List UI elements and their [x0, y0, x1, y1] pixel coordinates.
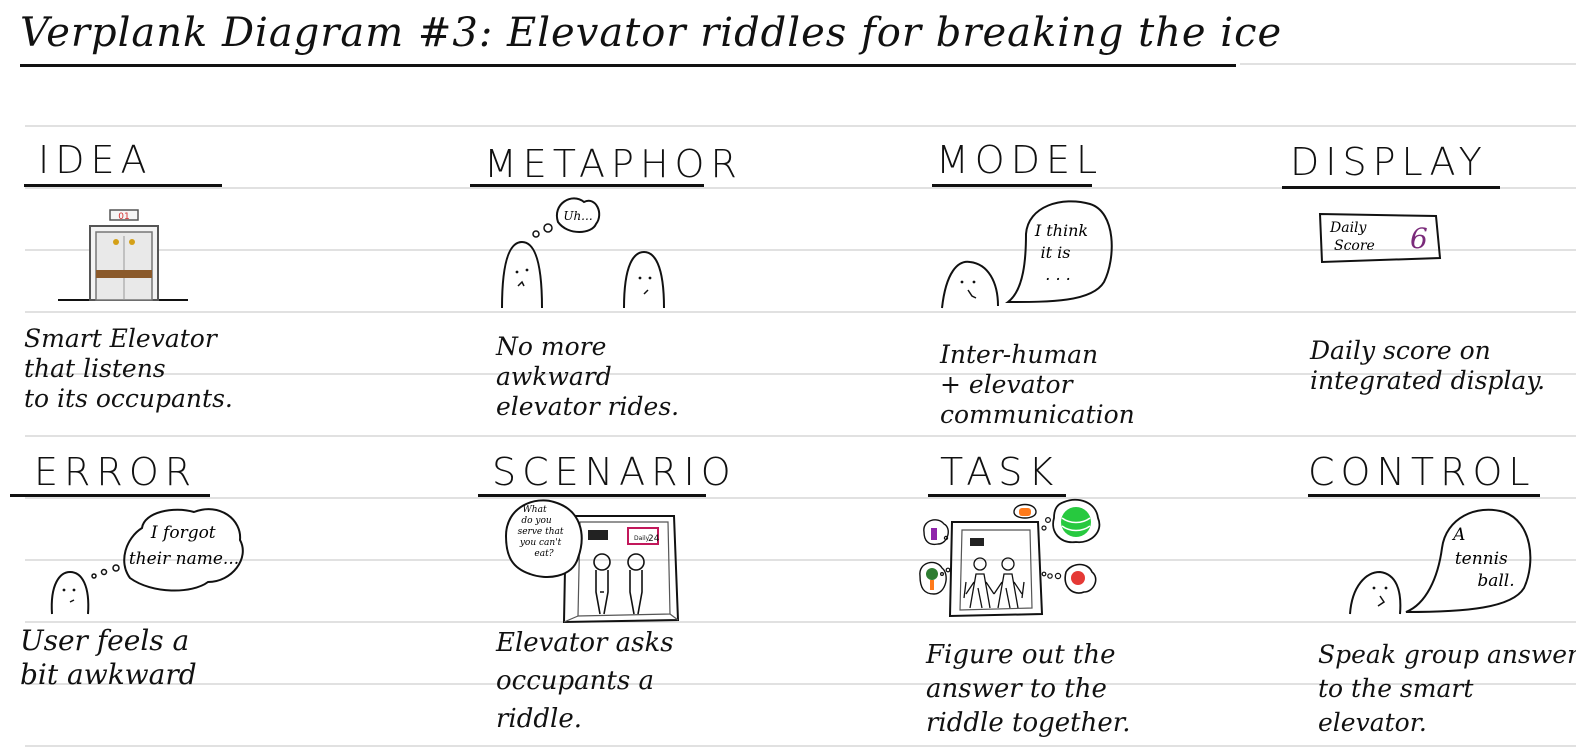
- caption-idea: Smart Elevator that listens to its occup…: [24, 324, 233, 413]
- svg-text:Daily Score: Daily Score: [1329, 220, 1375, 254]
- heading-error: ERROR: [34, 450, 198, 494]
- heading-rule-model: [932, 184, 1092, 187]
- title-underline: [20, 64, 1236, 67]
- caption-metaphor: No more awkward elevator rides.: [496, 332, 680, 421]
- svg-text:I think it is: I think it is . . .: [1034, 221, 1093, 284]
- cell-scenario: SCENARIO Daily 24 What do you serve that: [478, 450, 872, 750]
- diagram-title: Verplank Diagram #3: Elevator riddles fo…: [20, 10, 1283, 56]
- caption-control: Speak group answer to the smart elevator…: [1318, 640, 1576, 737]
- cell-display: DISPLAY Daily Score 6 Daily score on int…: [1282, 140, 1576, 440]
- display-panel-value: 6: [1410, 222, 1428, 255]
- cell-metaphor: METAPHOR Uh... No more awkward elevator …: [470, 142, 864, 442]
- heading-model: MODEL: [936, 138, 1104, 182]
- scenario-bubble-line-2: do you: [521, 516, 552, 526]
- caption-scenario: Elevator asks occupants a riddle.: [496, 628, 674, 734]
- scenario-screen-value: 24: [648, 534, 660, 544]
- error-bubble-line-1: I forgot: [150, 523, 216, 543]
- elevator-riddle-icon: Daily 24 What do you serve that you can'…: [504, 496, 696, 630]
- elevator-icon: 01: [58, 206, 198, 310]
- caption-error: User feels a bit awkward: [20, 624, 197, 691]
- heading-idea: IDEA: [38, 138, 153, 182]
- scenario-screen-label: Daily: [634, 535, 650, 542]
- heading-rule-scenario: [478, 494, 706, 497]
- svg-text:What do you se: What do you serve that you can't eat?: [518, 505, 567, 559]
- scenario-bubble-line-4: you can't: [519, 538, 562, 548]
- model-bubble-line-1: I think: [1034, 221, 1088, 240]
- scenario-bubble-line-3: serve that: [518, 527, 564, 537]
- floor-indicator: 01: [118, 212, 129, 222]
- heading-rule-error: [10, 494, 210, 497]
- cell-error: ERROR I forgot their name... User feels …: [10, 450, 414, 750]
- heading-task: TASK: [940, 450, 1060, 494]
- scenario-bubble-line-1: What: [523, 505, 547, 515]
- thinking-person-icon: I forgot their name...: [44, 498, 254, 622]
- heading-scenario: SCENARIO: [492, 450, 737, 494]
- model-bubble-line-2: it is: [1040, 243, 1070, 262]
- model-bubble-line-3: . . .: [1045, 265, 1070, 284]
- score-display-icon: Daily Score 6: [1316, 210, 1456, 274]
- heading-display: DISPLAY: [1290, 140, 1488, 184]
- svg-text:A tennis ball.: A tennis ball.: [1451, 525, 1514, 591]
- cell-task: TASK: [919, 450, 1320, 750]
- heading-rule-metaphor: [470, 184, 704, 187]
- display-panel-label-2: Score: [1334, 238, 1375, 254]
- heading-metaphor: METAPHOR: [484, 142, 743, 186]
- heading-rule-display: [1282, 186, 1500, 189]
- control-bubble-line-2: tennis: [1455, 549, 1508, 569]
- cell-model: MODEL I think it is . . . Inter-human + …: [932, 138, 1316, 438]
- control-bubble-line-3: ball.: [1477, 571, 1514, 591]
- svg-text:I forgot their name...: I forgot their name...: [129, 523, 239, 569]
- group-thinking-icon: [918, 498, 1118, 622]
- cell-control: CONTROL A tennis ball. Speak group answe…: [1308, 450, 1576, 750]
- cell-idea: IDEA 01 Smart Elevator that listens to i…: [24, 138, 418, 438]
- scenario-bubble-line-5: eat?: [534, 549, 553, 559]
- heading-control: CONTROL: [1308, 450, 1536, 494]
- display-panel-label-1: Daily: [1329, 220, 1368, 236]
- caption-model: Inter-human + elevator communication: [940, 340, 1135, 429]
- person-answering-icon: A tennis ball.: [1346, 508, 1546, 622]
- caption-display: Daily score on integrated display.: [1310, 336, 1546, 395]
- error-bubble-line-2: their name...: [129, 549, 239, 569]
- heading-rule-task: [928, 494, 1066, 497]
- person-speaking-icon: I think it is . . .: [940, 198, 1130, 322]
- heading-rule-control: [1308, 494, 1540, 497]
- control-bubble-line-1: A: [1451, 525, 1465, 545]
- two-people-icon: Uh...: [498, 194, 688, 318]
- heading-rule-idea: [24, 184, 222, 187]
- caption-task: Figure out the answer to the riddle toge…: [926, 640, 1131, 738]
- metaphor-bubble-text: Uh...: [563, 209, 592, 223]
